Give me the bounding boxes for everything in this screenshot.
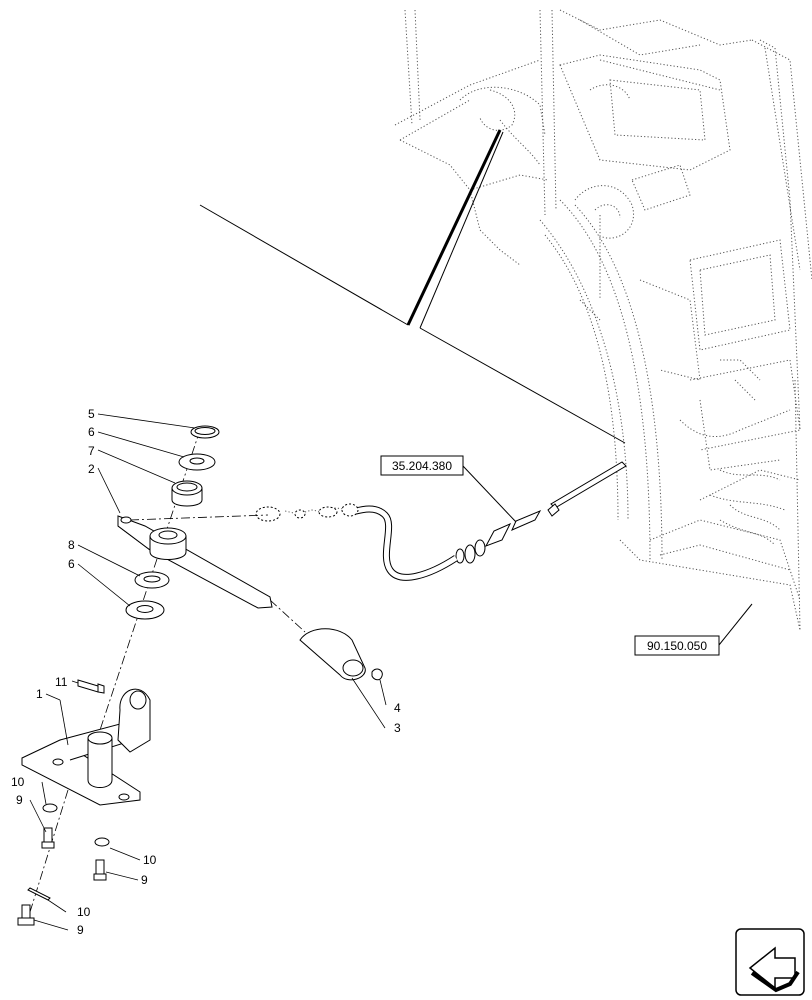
part-8-washer xyxy=(134,571,170,589)
reference-cable-label: 35.204.380 xyxy=(392,459,452,473)
part-4-pin xyxy=(371,668,383,681)
part-1-bracket xyxy=(21,688,151,806)
part-2-lever-arm xyxy=(117,515,273,609)
callout-leaders xyxy=(29,413,387,931)
callout-10-b: 10 xyxy=(143,853,157,867)
callout-4: 4 xyxy=(394,701,401,715)
reference-cab-label: 90.150.050 xyxy=(647,639,707,653)
part-10-washer-a xyxy=(42,803,58,813)
callout-6-lower: 6 xyxy=(68,557,75,571)
part-10-washer-b xyxy=(94,837,110,847)
part-6-washer-lower xyxy=(125,600,165,620)
callout-7: 7 xyxy=(88,444,95,458)
callout-2: 2 xyxy=(88,462,95,476)
part-3-knob xyxy=(299,628,366,681)
control-cable xyxy=(255,461,627,581)
callout-8: 8 xyxy=(68,538,75,552)
part-7-bushing xyxy=(171,480,203,507)
callout-6-upper: 6 xyxy=(88,425,95,439)
leader-lines xyxy=(199,129,626,444)
callout-10-c: 10 xyxy=(77,905,91,919)
part-10-washer-c xyxy=(27,887,51,901)
part-9-bolt-a xyxy=(41,827,55,849)
callout-9-c: 9 xyxy=(77,923,84,937)
part-9-bolt-b xyxy=(93,859,107,881)
callout-labels: 5 6 7 2 8 6 11 1 10 9 10 9 10 9 4 3 xyxy=(11,407,401,937)
assembly-centerlines xyxy=(29,429,306,913)
callout-9-b: 9 xyxy=(141,873,148,887)
part-9-bolt-c xyxy=(17,904,35,926)
part-11-bolt xyxy=(77,679,105,694)
part-6-washer-upper xyxy=(178,453,216,471)
cab-structure xyxy=(394,9,812,631)
callout-5: 5 xyxy=(88,407,95,421)
callout-10-a: 10 xyxy=(11,775,25,789)
callout-3: 3 xyxy=(394,721,401,735)
callout-1: 1 xyxy=(36,687,43,701)
reference-cable[interactable]: 35.204.380 xyxy=(380,455,517,523)
arrow-icon[interactable] xyxy=(735,928,805,996)
callout-11: 11 xyxy=(55,675,68,689)
callout-9-a: 9 xyxy=(16,793,23,807)
reference-cab[interactable]: 90.150.050 xyxy=(634,603,753,656)
part-5-ring xyxy=(190,425,220,439)
